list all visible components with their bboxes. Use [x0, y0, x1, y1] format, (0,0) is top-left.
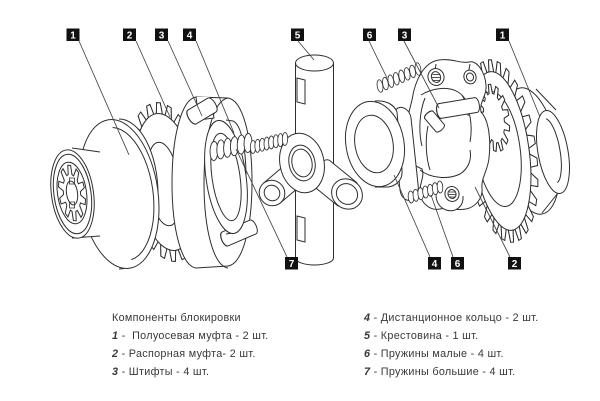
svg-text:7: 7: [289, 259, 295, 270]
svg-text:1: 1: [500, 31, 506, 42]
svg-text:4: 4: [187, 31, 193, 42]
svg-text:4: 4: [432, 259, 438, 270]
svg-text:1: 1: [70, 31, 76, 42]
svg-text:6: 6: [455, 259, 461, 270]
svg-text:6: 6: [367, 31, 373, 42]
svg-text:2: 2: [127, 31, 133, 42]
svg-text:3: 3: [159, 31, 165, 42]
svg-text:5: 5: [295, 31, 301, 42]
svg-text:2: 2: [512, 259, 518, 270]
svg-text:3: 3: [402, 31, 408, 42]
